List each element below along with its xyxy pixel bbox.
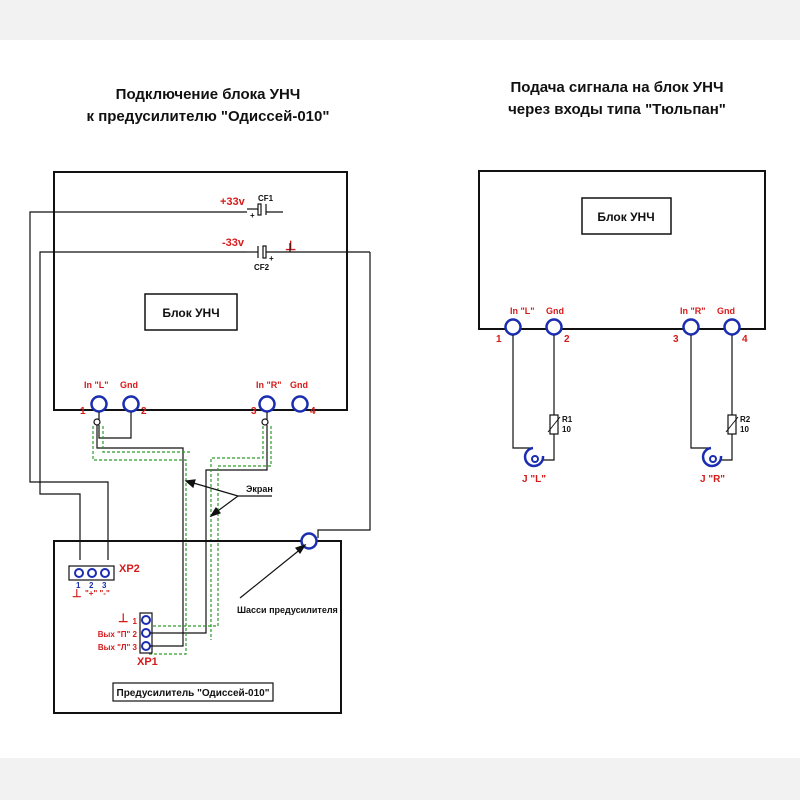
right-pin-4: 4 (742, 334, 748, 345)
xp1-row-3: Вых "Л" 3 (98, 643, 138, 652)
cf2-label: CF2 (254, 263, 270, 272)
xp1-row-1: 1 (133, 617, 138, 626)
right-in-r-label: In "R" (680, 306, 706, 316)
screen-arrows (184, 479, 272, 518)
right-title-line1: Подача сигнала на блок УНЧ (510, 79, 723, 96)
right-terminal-2 (545, 318, 563, 336)
left-gnd-r-label: Gnd (290, 380, 308, 390)
left-terminal-2 (122, 395, 140, 413)
xp2-sub: "+" "-" (85, 589, 110, 598)
left-title-line2: к предусилителю "Одиссей-010" (87, 108, 330, 125)
xp2-pin-3 (100, 568, 110, 578)
right-amp-box (478, 170, 766, 330)
right-title-line2: через входы типа "Тюльпан" (508, 101, 726, 118)
left-title-line1: Подключение блока УНЧ (116, 86, 301, 103)
jack-r (701, 446, 723, 468)
chassis-arrow (239, 543, 307, 599)
right-pin-1: 1 (496, 334, 502, 345)
left-terminal-1 (90, 395, 108, 413)
minus33-label: -33v (222, 237, 245, 249)
top-band (0, 0, 800, 40)
preamp-label-box (112, 682, 274, 702)
xp2-label: XP2 (119, 563, 140, 575)
power-wires (29, 211, 371, 560)
xp2-pin-2 (87, 568, 97, 578)
xp2-pin-1 (74, 568, 84, 578)
bottom-band (0, 758, 800, 800)
left-pin-4: 4 (310, 406, 316, 417)
right-gnd-l-label: Gnd (546, 306, 564, 316)
right-pin-2: 2 (564, 334, 570, 345)
left-in-l-label: In "L" (84, 380, 109, 390)
left-pin-1: 1 (80, 406, 86, 417)
left-in-r-label: In "R" (256, 380, 282, 390)
left-gnd-l-label: Gnd (120, 380, 138, 390)
right-terminal-4 (723, 318, 741, 336)
capacitor-cf1 (247, 203, 283, 216)
xp1-row-2: Вых "П" 2 (98, 630, 138, 639)
jack-l (523, 446, 545, 468)
left-pin-2: 2 (141, 406, 147, 417)
chassis-label: Шасси предусилителя (237, 605, 338, 615)
right-terminal-1 (504, 318, 522, 336)
right-wires (512, 335, 733, 461)
right-in-l-label: In "L" (510, 306, 535, 316)
xp1-label: XP1 (137, 656, 158, 668)
resistor-r1-mark (547, 416, 561, 433)
r2-value: 10 (740, 425, 749, 434)
right-pin-3: 3 (673, 334, 679, 345)
plus33-label: +33v (220, 196, 246, 208)
r2-label: R2 (740, 415, 751, 424)
ground-symbol-cap: ⊥ (285, 238, 296, 253)
xp2-num-3: 3 (102, 581, 107, 590)
xp1-pin-2 (141, 628, 151, 638)
left-amp-box (53, 171, 348, 411)
xp2-num-1: 1 (76, 581, 81, 590)
cf1-label: CF1 (258, 194, 274, 203)
xp2-ground: ⊥ (72, 588, 82, 600)
xp1-pin-3 (141, 641, 151, 651)
xp1-ground: ⊥ (118, 611, 128, 625)
xp1-pin-wires (150, 632, 160, 647)
xp1-pin-1 (141, 615, 151, 625)
cf2-plus: + (269, 254, 274, 263)
r1-value: 10 (562, 425, 571, 434)
right-amp-label: Блок УНЧ (597, 210, 654, 224)
xp2-num-2: 2 (89, 581, 94, 590)
left-amp-label-box (144, 293, 238, 331)
screen-label: Экран (246, 484, 273, 494)
signal-wires (93, 412, 269, 647)
shield-lines (92, 426, 272, 655)
right-terminal-3 (682, 318, 700, 336)
left-pin-3: 3 (251, 406, 257, 417)
left-amp-label: Блок УНЧ (162, 306, 219, 320)
left-terminal-4 (291, 395, 309, 413)
right-amp-label-box (581, 197, 672, 235)
right-gnd-r-label: Gnd (717, 306, 735, 316)
capacitor-cf2 (247, 245, 370, 259)
preamp-box (53, 540, 342, 714)
jack-r-label: J "R" (700, 474, 725, 485)
cf1-plus: + (250, 211, 255, 220)
r1-label: R1 (562, 415, 573, 424)
resistor-r2-mark (725, 416, 739, 433)
preamp-label: Предусилитель "Одиссей-010" (117, 688, 270, 699)
jack-l-label: J "L" (522, 474, 546, 485)
left-terminal-3 (258, 395, 276, 413)
